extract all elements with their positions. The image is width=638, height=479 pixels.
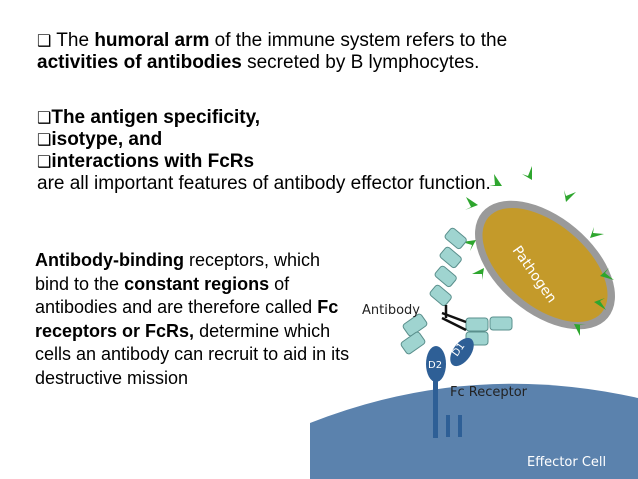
- antibody-hinge: [441, 305, 467, 332]
- receptors-text-2: of antibodies and are therefore called: [35, 273, 318, 318]
- antibody-label: Antibody: [362, 303, 420, 318]
- feature-label: The antigen specificity,: [51, 107, 261, 128]
- pathogen-spikes: [462, 166, 614, 336]
- fc-receptor-label: Fc Receptor: [450, 385, 528, 400]
- d2-label: D2: [428, 360, 442, 371]
- checkbox-bullet-icon: ❑: [37, 31, 52, 50]
- effector-cell: [310, 383, 638, 479]
- intro-text-3: secreted by B lymphocytes.: [241, 52, 480, 73]
- checkbox-bullet-icon: ❑: [37, 108, 52, 127]
- feature-label: isotype, and: [51, 129, 163, 150]
- intro-bold-humoral-arm: humoral arm: [94, 30, 210, 51]
- feature-label: interactions with FcRs: [51, 151, 255, 172]
- receptors-paragraph: Antibody-binding receptors, which bind t…: [35, 249, 355, 390]
- checkbox-bullet-icon: ❑: [37, 130, 52, 149]
- receptors-text-1: receptors, which bind to the: [35, 250, 321, 294]
- checkbox-bullet-icon: ❑: [37, 152, 52, 171]
- effector-cell-label: Effector Cell: [527, 455, 606, 470]
- features-conclusion: are all important features of antibody e…: [37, 173, 491, 194]
- feature-item: ❑interactions with FcRs: [37, 151, 254, 172]
- fc-receptor: [426, 337, 474, 438]
- intro-text-2: of the immune system refers to the: [209, 30, 508, 51]
- intro-bold-activities: activities of antibodies: [37, 52, 242, 73]
- receptors-text-3: determine which cells an antibody can re…: [35, 320, 350, 388]
- pathogen: [475, 200, 615, 330]
- receptors-bold-3: Fc receptors or FcRs,: [35, 297, 339, 341]
- receptors-bold-2: constant regions: [124, 273, 270, 294]
- receptors-bold-1: Antibody-binding: [35, 250, 184, 270]
- intro-text-1: The: [51, 30, 95, 51]
- intro-paragraph: ❑ The humoral arm of the immune system r…: [37, 30, 507, 74]
- feature-item: ❑The antigen specificity,: [37, 107, 260, 128]
- feature-item: ❑isotype, and: [37, 129, 162, 150]
- features-list: ❑The antigen specificity, ❑isotype, and …: [37, 107, 491, 195]
